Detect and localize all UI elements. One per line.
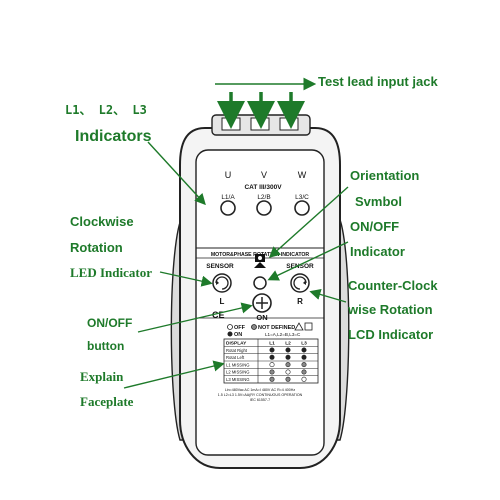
clockwise-callout-3: LED Indicator <box>70 265 152 280</box>
counter-callout-3: LCD Indicator <box>348 327 434 342</box>
footer-line-2: 1.5 L2=L3 1.5V=AA(RY CONTINUOUS OPERATIO… <box>218 393 303 397</box>
symbol-callout: Svmbol <box>355 194 402 209</box>
table-state-dots <box>269 347 307 382</box>
orientation-symbol-icon <box>254 254 266 268</box>
orientation-callout: Orientation <box>350 168 420 183</box>
legend-on-label: ON <box>234 332 242 338</box>
info-icon <box>304 322 313 331</box>
table-state-dot <box>269 376 275 382</box>
legend-off-label: OFF <box>234 325 246 331</box>
table-state-dot <box>285 362 291 368</box>
onoff-button-leader <box>137 302 253 333</box>
counterclockwise-led-icon <box>290 273 310 293</box>
table-row-label: L2 MISSING <box>226 370 250 375</box>
left-label: L <box>220 297 225 306</box>
table-state-dot <box>285 376 291 382</box>
onoff-button-callout-1: ON/OFF <box>87 316 133 330</box>
footer-line-3: IEC 61557-7 <box>250 398 270 402</box>
device-body <box>170 114 350 469</box>
test-lead-callout: Test lead input jack <box>318 74 438 89</box>
clockwise-callout-1: Clockwise <box>70 214 134 229</box>
onoff-indicator-led <box>253 276 267 290</box>
callout-arrows <box>217 92 305 129</box>
indicators-leader <box>147 141 206 206</box>
footer-line-1: Lin=480Vac AC 1mA=I 480V AC R=4 400Hz <box>225 388 296 392</box>
terminal-label-u: U <box>225 170 232 180</box>
legend-not-defined-label: NOT DEFINED <box>258 325 295 331</box>
explain-callout-1: Explain <box>80 369 124 384</box>
onoff-indicator-callout-2: Indicator <box>350 244 405 259</box>
input-label-l1: L1/A <box>221 194 235 201</box>
table-state-dot <box>269 347 275 353</box>
explain-table <box>223 338 319 384</box>
table-state-dot <box>301 354 307 360</box>
legend-not-defined-icon <box>251 324 257 330</box>
faceplate-leader <box>123 360 225 389</box>
onoff-indicator-callout-1: ON/OFF <box>350 219 400 234</box>
on-label: ON <box>256 313 267 322</box>
warning-icon <box>294 322 304 331</box>
onoff-indicator-leader <box>267 241 349 281</box>
sensor-label-right: SENSOR <box>286 263 314 270</box>
counterclockwise-leader <box>309 288 347 303</box>
table-row-label: Rotat Right <box>226 348 248 353</box>
table-col-header: L2 <box>285 341 291 347</box>
table-state-dot <box>301 369 307 375</box>
table-state-dot <box>301 376 307 382</box>
counter-callout-2: wise Rotation <box>348 302 433 317</box>
terminal-label-w: W <box>298 170 307 180</box>
on-button[interactable] <box>252 293 272 313</box>
table-state-dot <box>285 354 291 360</box>
clockwise-callout-2: Rotation <box>70 240 123 255</box>
clockwise-led-icon <box>212 273 232 293</box>
legend-off-icon <box>227 324 233 330</box>
input-label-l3: L3/C <box>295 194 309 201</box>
table-row-label: L1 MISSING <box>226 362 250 367</box>
table-state-dot <box>285 347 291 353</box>
table-state-dot <box>269 354 275 360</box>
explain-callout-2: Faceplate <box>80 394 134 409</box>
phases-callout: L1、 L2、 L3 <box>65 103 147 117</box>
table-state-dot <box>269 369 275 375</box>
right-label: R <box>297 297 303 306</box>
onoff-button-callout-2: button <box>87 339 125 353</box>
terminal-label-v: V <box>261 170 267 180</box>
table-col-header: L3 <box>301 341 307 347</box>
legend-on-icon <box>227 331 233 337</box>
rating-label: CAT III/300V <box>244 184 282 191</box>
phase-led-l2 <box>256 200 272 216</box>
table-state-dot <box>285 369 291 375</box>
table-state-dot <box>301 362 307 368</box>
legend-note: L1=A,L2=B,L3=C <box>265 332 301 337</box>
table-row-label: DISPLAY <box>226 341 247 347</box>
clockwise-leader <box>159 271 213 287</box>
phase-led-l1 <box>220 200 236 216</box>
sensor-label-left: SENSOR <box>206 263 234 270</box>
table-state-dot <box>301 347 307 353</box>
counter-callout-1: Counter-Clock <box>348 278 438 293</box>
table-row-label: L3 MISSING <box>226 377 250 382</box>
table-col-header: L1 <box>269 341 275 347</box>
orientation-leader <box>268 186 349 258</box>
table-row-label: Rotat Left <box>226 355 245 360</box>
input-label-l2: L2/B <box>257 194 270 201</box>
indicators-callout: Indicators <box>75 128 152 145</box>
ce-mark: CE <box>212 310 225 320</box>
callout-leaders <box>123 141 349 389</box>
phase-led-l3 <box>294 200 310 216</box>
table-state-dot <box>269 362 275 368</box>
